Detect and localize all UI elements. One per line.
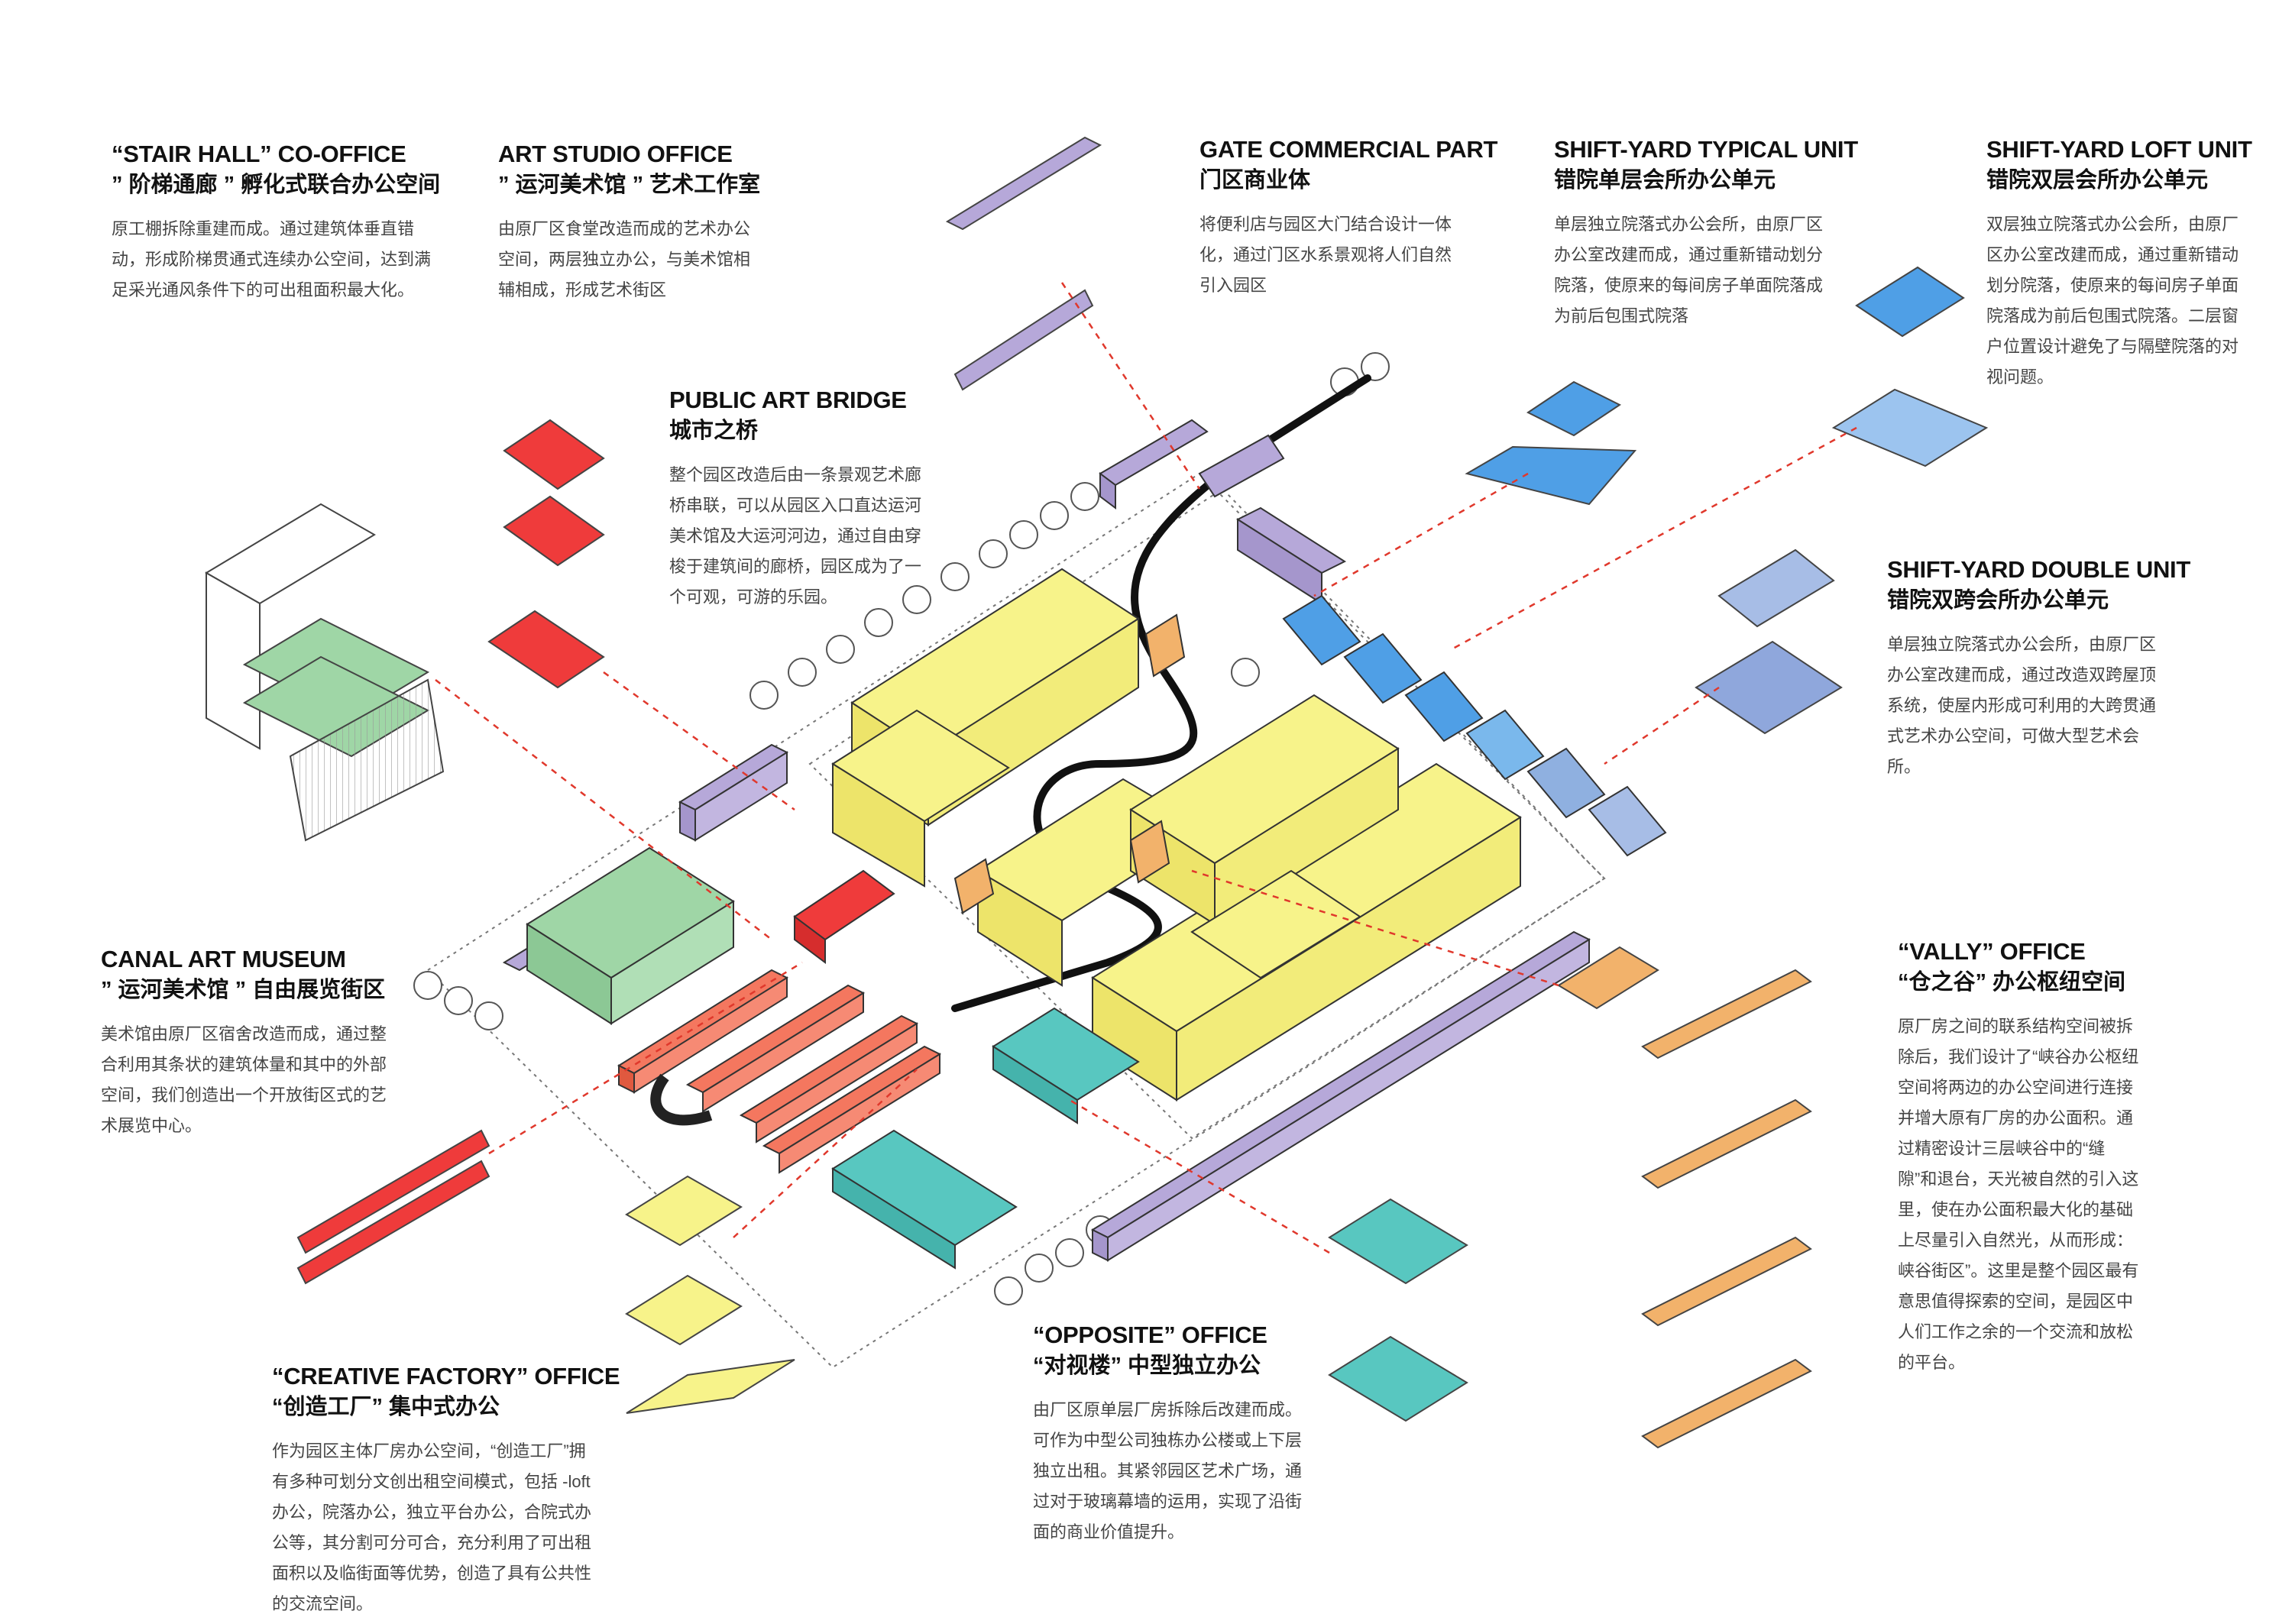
vally-exploded — [1557, 946, 1812, 1449]
title-cn: “仓之谷” 办公枢纽空间 — [1898, 970, 2126, 995]
description: 美术馆由原厂区宿舍改造而成，通过整合利用其条状的建筑体量和其中的外部空间，我们创… — [101, 1024, 387, 1135]
title-cn: 门区商业体 — [1199, 168, 1311, 192]
description: 单层独立院落式办公会所，由原厂区办公室改建而成，通过改造双跨屋顶系统，使屋内形成… — [1887, 635, 2157, 776]
description: 由原厂区食堂改造而成的艺术办公空间，两层独立办公，与美术馆相辅相成，形成艺术街区 — [498, 219, 751, 299]
description: 作为园区主体厂房办公空间，“创造工厂”拥有多种可划分文创出租空间模式，包括 -l… — [272, 1441, 592, 1613]
stair-hall-exploded — [205, 503, 445, 842]
label-canal-museum: CANAL ART MUSEUM ” 运河美术馆 ” 自由展览街区 美术馆由原厂… — [101, 944, 391, 1141]
art-studio-exploded — [487, 419, 605, 689]
description: 整个园区改造后由一条景观艺术廊桥串联，可以从园区入口直达运河美术馆及大运河河边，… — [669, 465, 922, 607]
label-shift-typical: SHIFT-YARD TYPICAL UNIT 错院单层会所办公单元 单层独立院… — [1554, 134, 1858, 332]
leader-lines — [435, 282, 1857, 1254]
label-shift-loft: SHIFT-YARD LOFT UNIT 错院双层会所办公单元 双层独立院落式办… — [1986, 134, 2252, 393]
curved-path — [650, 1073, 713, 1126]
title-cn: 城市之桥 — [669, 419, 759, 443]
description: 原厂房之间的联系结构空间被拆除后，我们设计了“峡谷办公枢纽空间将两边的办公空间进… — [1898, 1017, 2139, 1372]
label-shift-double: SHIFT-YARD DOUBLE UNIT 错院双跨会所办公单元 单层独立院落… — [1887, 555, 2190, 782]
art-bridge-path — [951, 374, 1371, 1012]
title-cn: ” 运河美术馆 ” 艺术工作室 — [498, 173, 761, 197]
shift-yard-row — [1282, 594, 1667, 857]
description: 单层独立院落式办公会所，由原厂区办公室改建而成，通过重新错动划分院落，使原来的每… — [1554, 215, 1824, 325]
label-public-bridge: PUBLIC ART BRIDGE 城市之桥 整个园区改造后由一条景观艺术廊桥串… — [669, 385, 929, 613]
label-stair-hall: “STAIR HALL” CO-OFFICE ” 阶梯通廊 ” 孵化式联合办公空… — [112, 139, 440, 306]
title-en: CANAL ART MUSEUM — [101, 946, 346, 972]
title-en: “OPPOSITE” OFFICE — [1033, 1322, 1267, 1348]
title-en: “STAIR HALL” CO-OFFICE — [112, 141, 406, 167]
creative-factory-strips — [617, 869, 942, 1174]
title-en: SHIFT-YARD DOUBLE UNIT — [1887, 556, 2190, 583]
shift-typical-exploded — [1465, 380, 1637, 506]
title-en: “VALLY” OFFICE — [1898, 938, 2086, 965]
valley-office-links — [953, 613, 1186, 914]
title-cn: ” 阶梯通廊 ” 孵化式联合办公空间 — [112, 173, 441, 197]
canal-museum-building — [526, 846, 735, 1025]
title-en: PUBLIC ART BRIDGE — [669, 387, 907, 413]
title-cn: “创造工厂” 集中式办公 — [272, 1395, 500, 1419]
factory-yellow-exploded — [625, 1175, 795, 1414]
title-cn: 错院双跨会所办公单元 — [1887, 588, 2109, 613]
label-art-studio: ART STUDIO OFFICE ” 运河美术馆 ” 艺术工作室 由原厂区食堂… — [498, 139, 766, 306]
label-gate-commercial: GATE COMMERCIAL PART 门区商业体 将便利店与园区大门结合设计… — [1199, 134, 1498, 301]
description: 原工棚拆除重建而成。通过建筑体垂直错动，形成阶梯贯通式连续办公空间，达到满足采光… — [112, 219, 432, 299]
gate-commercial-buildings — [502, 419, 1591, 1262]
gate-exploded — [945, 136, 1102, 391]
description: 双层独立院落式办公会所，由原厂区办公室改建而成，通过重新错动划分院落，使原来的每… — [1986, 215, 2239, 387]
title-en: SHIFT-YARD LOFT UNIT — [1986, 136, 2252, 163]
description: 由厂区原单层厂房拆除后改建而成。可作为中型公司独栋办公楼或上下层独立出租。其紧邻… — [1033, 1400, 1303, 1542]
label-opposite: “OPPOSITE” OFFICE “对视楼” 中型独立办公 由厂区原单层厂房拆… — [1033, 1320, 1308, 1548]
description: 将便利店与园区大门结合设计一体化，通过门区水系景观将人们自然引入园区 — [1199, 215, 1452, 295]
opposite-office-building — [831, 1007, 1140, 1270]
title-cn: ” 运河美术馆 ” 自由展览街区 — [101, 978, 386, 1002]
label-creative-factory: “CREATIVE FACTORY” OFFICE “创造工厂” 集中式办公 作… — [272, 1361, 620, 1619]
creative-factory-building — [831, 568, 1522, 1102]
title-en: ART STUDIO OFFICE — [498, 141, 733, 167]
opposite-exploded — [1328, 1198, 1468, 1422]
label-vally: “VALLY” OFFICE “仓之谷” 办公枢纽空间 原厂房之间的联系结构空间… — [1898, 937, 2142, 1378]
title-cn: 错院双层会所办公单元 — [1986, 168, 2209, 192]
title-en: SHIFT-YARD TYPICAL UNIT — [1554, 136, 1858, 163]
title-cn: “对视楼” 中型独立办公 — [1033, 1354, 1261, 1378]
site-ground — [426, 472, 1606, 1369]
shift-loft-exploded — [1831, 266, 1989, 467]
title-en: GATE COMMERCIAL PART — [1199, 136, 1498, 163]
factory-strip-exploded — [296, 1129, 490, 1285]
shift-double-exploded — [1695, 548, 1843, 735]
title-en: “CREATIVE FACTORY” OFFICE — [272, 1363, 620, 1389]
title-cn: 错院单层会所办公单元 — [1554, 168, 1776, 192]
